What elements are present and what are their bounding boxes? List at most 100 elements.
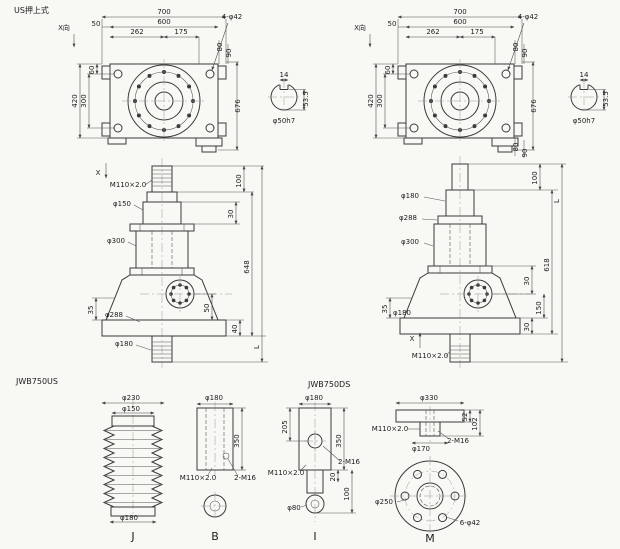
dim-80-bottom: 80 xyxy=(512,143,520,152)
dim-phi150: φ150 xyxy=(113,200,131,208)
dim-100: 100 xyxy=(531,171,539,184)
dim-175: 175 xyxy=(174,28,187,36)
dim-700: 700 xyxy=(157,8,170,16)
dim-50: 50 xyxy=(92,20,101,28)
dim-100: 100 xyxy=(343,487,351,500)
dim-50: 50 xyxy=(388,20,397,28)
dim-tap: 2-M16 xyxy=(447,437,469,445)
dim-L: L xyxy=(553,199,561,203)
view-direction-label: X向 xyxy=(58,23,70,32)
dim-phi300: φ300 xyxy=(107,237,125,245)
dim-20: 20 xyxy=(329,473,337,482)
dim-shaft-dia: φ50h7 xyxy=(273,117,295,125)
dim-phi180: φ180 xyxy=(205,394,223,402)
plan-view-ds: X向 700 600 50 262 175 4-φ42 80 90 60 420… xyxy=(354,8,538,158)
type-title-us: US押上式 xyxy=(14,5,49,15)
dim-thread: M110×2.0 xyxy=(268,469,304,477)
model-label-ds: JWB750DS xyxy=(307,380,350,389)
dim-676: 676 xyxy=(234,99,242,113)
dim-40: 40 xyxy=(231,325,239,334)
front-view-ds: 100 φ180 φ288 φ300 618 L 30 150 30 35 φ1… xyxy=(381,156,568,368)
dim-phi300: φ300 xyxy=(401,238,419,246)
dim-648: 648 xyxy=(243,260,251,273)
dim-phi170: φ170 xyxy=(412,445,430,453)
dim-phi150: φ150 xyxy=(122,405,140,413)
plan-view-us: X向 700 600 50 262 175 4-φ42 80 90 60 420… xyxy=(58,8,242,153)
dim-60: 60 xyxy=(384,66,392,75)
section-mark: X xyxy=(96,169,101,177)
dim-50: 50 xyxy=(203,304,211,313)
screw-bottom xyxy=(151,335,173,363)
dim-phi180: φ180 xyxy=(115,340,133,348)
dim-30-lower: 30 xyxy=(523,323,531,332)
dim-key-14: 14 xyxy=(280,71,289,79)
dim-phi230: φ230 xyxy=(122,394,140,402)
dim-150: 150 xyxy=(535,301,543,314)
view-direction-label: X向 xyxy=(354,23,366,32)
front-view-us: X M110×2.0 φ150 100 30 φ300 648 50 35 φ2… xyxy=(87,158,268,368)
detail-j-bellows: φ230 φ150 φ180 J xyxy=(101,394,165,543)
dim-90-bottom: 90 xyxy=(521,149,529,158)
dim-175: 175 xyxy=(470,28,483,36)
dim-phi80: φ80 xyxy=(287,504,301,512)
dim-thread: M110×2.0 xyxy=(412,352,448,360)
dim-600: 600 xyxy=(157,18,170,26)
dim-700: 700 xyxy=(453,8,466,16)
dim-53-5: 53.5 xyxy=(602,91,610,107)
detail-m: φ330 52 102 M110×2.0 φ170 2-M16 φ250 6-φ… xyxy=(372,394,484,545)
dim-262: 262 xyxy=(426,28,439,36)
dim-618: 618 xyxy=(543,258,551,271)
dim-205: 205 xyxy=(281,420,289,433)
detail-label-i: I xyxy=(313,530,316,543)
dim-90: 90 xyxy=(521,49,529,58)
shaft-end-detail-us: 14 53.5 φ50h7 xyxy=(268,71,310,125)
dim-phi180-bottom: φ180 xyxy=(393,309,411,317)
stem xyxy=(306,469,324,494)
dim-350: 350 xyxy=(335,434,343,447)
shaft-end-detail-ds: 14 53.5 φ50h7 xyxy=(568,71,610,125)
dim-thread: M110×2.0 xyxy=(110,181,146,189)
dim-tap: 2-M16 xyxy=(234,474,256,482)
detail-label-m: M xyxy=(425,532,435,545)
dim-phi288: φ288 xyxy=(105,311,123,319)
dim-100: 100 xyxy=(235,174,243,187)
dim-35: 35 xyxy=(87,306,95,315)
dim-52: 52 xyxy=(461,413,469,422)
lifting-screw-bottom xyxy=(449,333,471,363)
dim-350: 350 xyxy=(233,434,241,447)
dim-phi330: φ330 xyxy=(420,394,438,402)
dim-102: 102 xyxy=(471,417,479,430)
dim-30: 30 xyxy=(227,210,235,219)
dim-600: 600 xyxy=(453,18,466,26)
dim-key-14: 14 xyxy=(580,71,589,79)
dim-shaft-dia: φ50h7 xyxy=(573,117,595,125)
dim-53-5: 53.5 xyxy=(302,91,310,107)
detail-label-b: B xyxy=(211,530,219,543)
dim-300: 300 xyxy=(376,94,384,107)
dim-262: 262 xyxy=(130,28,143,36)
base-plate xyxy=(101,319,227,337)
detail-b: φ180 350 M110×2.0 2-M16 B xyxy=(180,394,257,543)
dim-80: 80 xyxy=(216,43,224,52)
dim-420: 420 xyxy=(71,94,79,107)
dim-thread: M110×2.0 xyxy=(372,425,408,433)
dim-80: 80 xyxy=(512,43,520,52)
dim-bolt-holes: 6-φ42 xyxy=(460,519,481,527)
dim-30-upper: 30 xyxy=(523,277,531,286)
dim-L: L xyxy=(253,345,261,349)
dim-676: 676 xyxy=(530,99,538,113)
section-mark: X xyxy=(410,335,415,343)
dim-phi180-top: φ180 xyxy=(401,192,419,200)
detail-i: φ180 205 350 M110×2.0 2-M16 20 100 φ80 I xyxy=(268,394,361,543)
dim-phi180: φ180 xyxy=(120,514,138,522)
dim-corner-holes: 4-φ42 xyxy=(518,13,539,21)
dim-90: 90 xyxy=(225,49,233,58)
dim-thread: M110×2.0 xyxy=(180,474,216,482)
dim-phi180: φ180 xyxy=(305,394,323,402)
dim-phi288: φ288 xyxy=(399,214,417,222)
dim-420: 420 xyxy=(367,94,375,107)
dim-35: 35 xyxy=(381,305,389,314)
detail-label-j: J xyxy=(130,530,134,543)
